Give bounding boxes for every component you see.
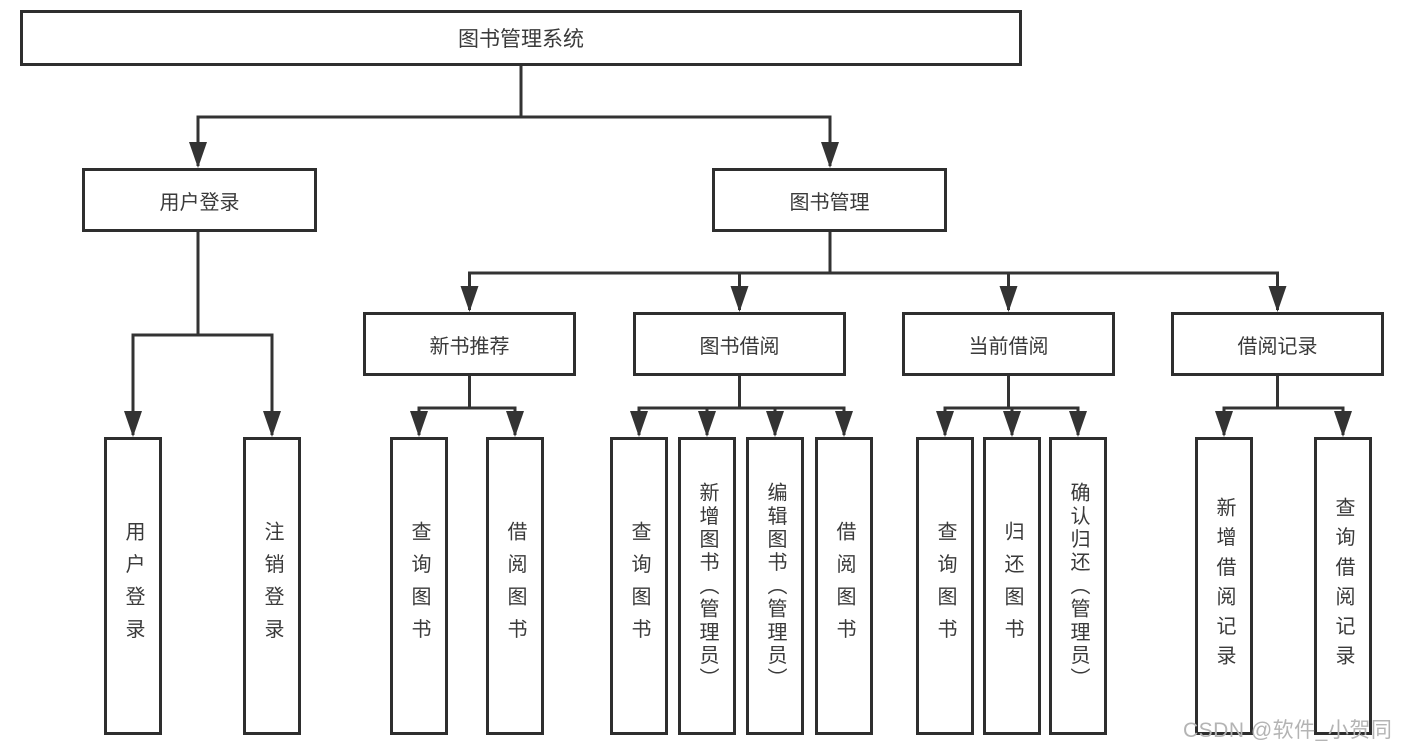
leaf-borrow-books-2: 借阅图书 bbox=[815, 437, 873, 735]
leaf-borrow-books: 借阅图书 bbox=[486, 437, 544, 735]
leaf-query-books-2: 查询图书 bbox=[610, 437, 668, 735]
leaf-user-login: 用户登录 bbox=[104, 437, 162, 735]
node-book-management: 图书管理 bbox=[712, 168, 947, 232]
leaf-query-books: 查询图书 bbox=[390, 437, 448, 735]
node-new-book-recommend: 新书推荐 bbox=[363, 312, 576, 376]
leaf-query-books-3: 查询图书 bbox=[916, 437, 974, 735]
node-current-borrow: 当前借阅 bbox=[902, 312, 1115, 376]
leaf-return-books: 归还图书 bbox=[983, 437, 1041, 735]
node-borrow-records: 借阅记录 bbox=[1171, 312, 1384, 376]
leaf-query-borrow-record: 查询借阅记录 bbox=[1314, 437, 1372, 735]
leaf-confirm-return-admin: 确认归还（管理员） bbox=[1049, 437, 1107, 735]
node-user-login: 用户登录 bbox=[82, 168, 317, 232]
leaf-add-borrow-record: 新增借阅记录 bbox=[1195, 437, 1253, 735]
leaf-edit-books-admin: 编辑图书（管理员） bbox=[746, 437, 804, 735]
leaf-add-books-admin: 新增图书（管理员） bbox=[678, 437, 736, 735]
node-book-borrow: 图书借阅 bbox=[633, 312, 846, 376]
leaf-logout: 注销登录 bbox=[243, 437, 301, 735]
arrowhead-icons bbox=[124, 142, 1352, 437]
node-library-system: 图书管理系统 bbox=[20, 10, 1022, 66]
csdn-watermark: CSDN @软件_小贺同学 bbox=[1183, 719, 1393, 742]
